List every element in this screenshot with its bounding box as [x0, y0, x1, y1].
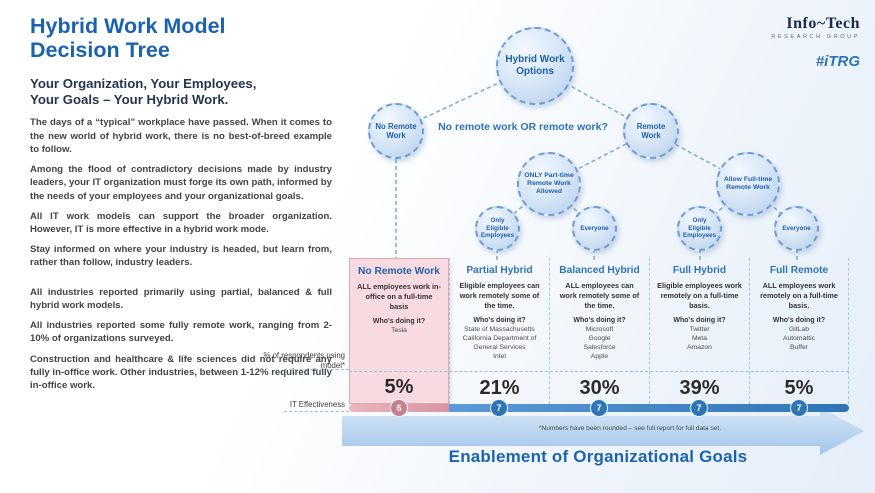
effectiveness-badge: 7	[690, 399, 708, 417]
findings-section: All industries reported primarily using …	[30, 286, 332, 393]
column-title: No Remote Work	[358, 266, 440, 277]
itrg-hashtag: #iTRG	[815, 53, 860, 70]
page-subtitle: Your Organization, Your Employees, Your …	[30, 75, 257, 108]
column-no-remote-work: No Remote Work ALL employees work in-off…	[349, 258, 449, 404]
who-label: Who's doing it?	[372, 318, 426, 326]
column-description: ALL employees can work remotely some of …	[559, 281, 640, 310]
finding-paragraph: All industries reported primarily using …	[30, 286, 332, 311]
column-full-remote: Full Remote ALL employees work remotely …	[749, 258, 849, 404]
node-full-time-remote: Allow Full-time Remote Work	[716, 152, 780, 216]
company-list: State of Massachusetts California Depart…	[462, 326, 537, 360]
effectiveness-badge: 7	[590, 399, 608, 417]
who-label: Who's doing it?	[573, 317, 626, 325]
column-description: ALL employees work in-office on a full-t…	[357, 282, 441, 311]
sidebar: Hybrid Work Model Decision Tree Your Org…	[30, 14, 332, 392]
percent-value: 39%	[679, 377, 720, 399]
column-description: ALL employees work remotely on a full-ti…	[760, 281, 838, 310]
intro-paragraph: All IT work models can support the broad…	[30, 210, 332, 235]
column-full-hybrid: Full Hybrid Eligible employees work remo…	[649, 258, 749, 404]
effectiveness-bar-blue	[449, 404, 849, 412]
effectiveness-axis-label: IT Effectiveness	[289, 400, 345, 409]
column-description: Eligible employees can work remotely som…	[459, 281, 540, 310]
node-only-eligible-left: Only Eligible Employees	[475, 206, 520, 251]
respondents-axis-label: % of respondents using model*	[263, 351, 346, 371]
company-list: Microsoft Google Salesforce Apple	[583, 326, 616, 360]
column-title: Partial Hybrid	[466, 265, 533, 276]
node-everyone-left: Everyone	[572, 206, 617, 251]
node-part-time-remote: ONLY Part-time Remote Work Allowed	[517, 152, 581, 216]
intro-paragraph: The days of a “typical” workplace have p…	[30, 117, 332, 155]
company-list: Twitter Meta Amazon	[687, 326, 712, 351]
page-title: Hybrid Work Model Decision Tree	[30, 14, 226, 63]
column-partial-hybrid: Partial Hybrid Eligible employees can wo…	[449, 258, 549, 404]
infotech-wordmark: Info~Tech	[786, 15, 860, 32]
company-list: Tesla	[391, 327, 407, 335]
research-group-label: RESEARCH GROUP	[771, 34, 860, 40]
finding-paragraph: All industries reported some fully remot…	[30, 320, 332, 345]
goal-arrow	[342, 407, 864, 455]
column-title: Full Hybrid	[672, 265, 727, 276]
node-only-eligible-right: Only Eligible Employees	[677, 206, 722, 251]
effectiveness-badge: 7	[790, 399, 808, 417]
who-label: Who's doing it?	[473, 317, 526, 325]
node-no-remote-work: No Remote Work	[368, 103, 424, 159]
company-list: GitLab Automattic Buffer	[782, 326, 816, 351]
column-balanced-hybrid: Balanced Hybrid ALL employees can work r…	[549, 258, 649, 404]
percent-divider-line	[349, 371, 849, 372]
respondents-dash-line	[284, 369, 349, 370]
column-title: Balanced Hybrid	[559, 265, 640, 276]
decision-question: No remote work OR remote work?	[438, 121, 608, 133]
percent-value: 5%	[784, 377, 814, 399]
node-everyone-right: Everyone	[774, 206, 819, 251]
percent-value: 21%	[479, 377, 520, 399]
column-description: Eligible employees work remotely on a fu…	[657, 281, 742, 310]
effectiveness-badge: 6	[390, 399, 408, 417]
column-title: Full Remote	[769, 265, 829, 276]
node-remote-work: Remote Work	[623, 103, 679, 159]
percent-value: 30%	[579, 377, 620, 399]
who-label: Who's doing it?	[772, 317, 826, 325]
effectiveness-badge: 7	[490, 399, 508, 417]
intro-paragraph: Among the flood of contradictory decisio…	[30, 164, 332, 202]
brand-logo: Info~Tech RESEARCH GROUP #iTRG	[700, 15, 860, 70]
who-label: Who's doing it?	[673, 317, 726, 325]
effectiveness-dash-line	[284, 411, 349, 412]
goals-banner: Enablement of Organizational Goals	[448, 447, 748, 466]
percent-value: 5%	[384, 376, 414, 398]
rounding-footnote: *Numbers have been rounded – see full re…	[538, 425, 722, 432]
intro-paragraph: Stay informed on where your industry is …	[30, 244, 332, 269]
finding-paragraph: Construction and healthcare & life scien…	[30, 353, 332, 392]
node-hybrid-work-options: Hybrid Work Options	[496, 27, 574, 105]
model-columns: No Remote Work ALL employees work in-off…	[349, 258, 849, 404]
